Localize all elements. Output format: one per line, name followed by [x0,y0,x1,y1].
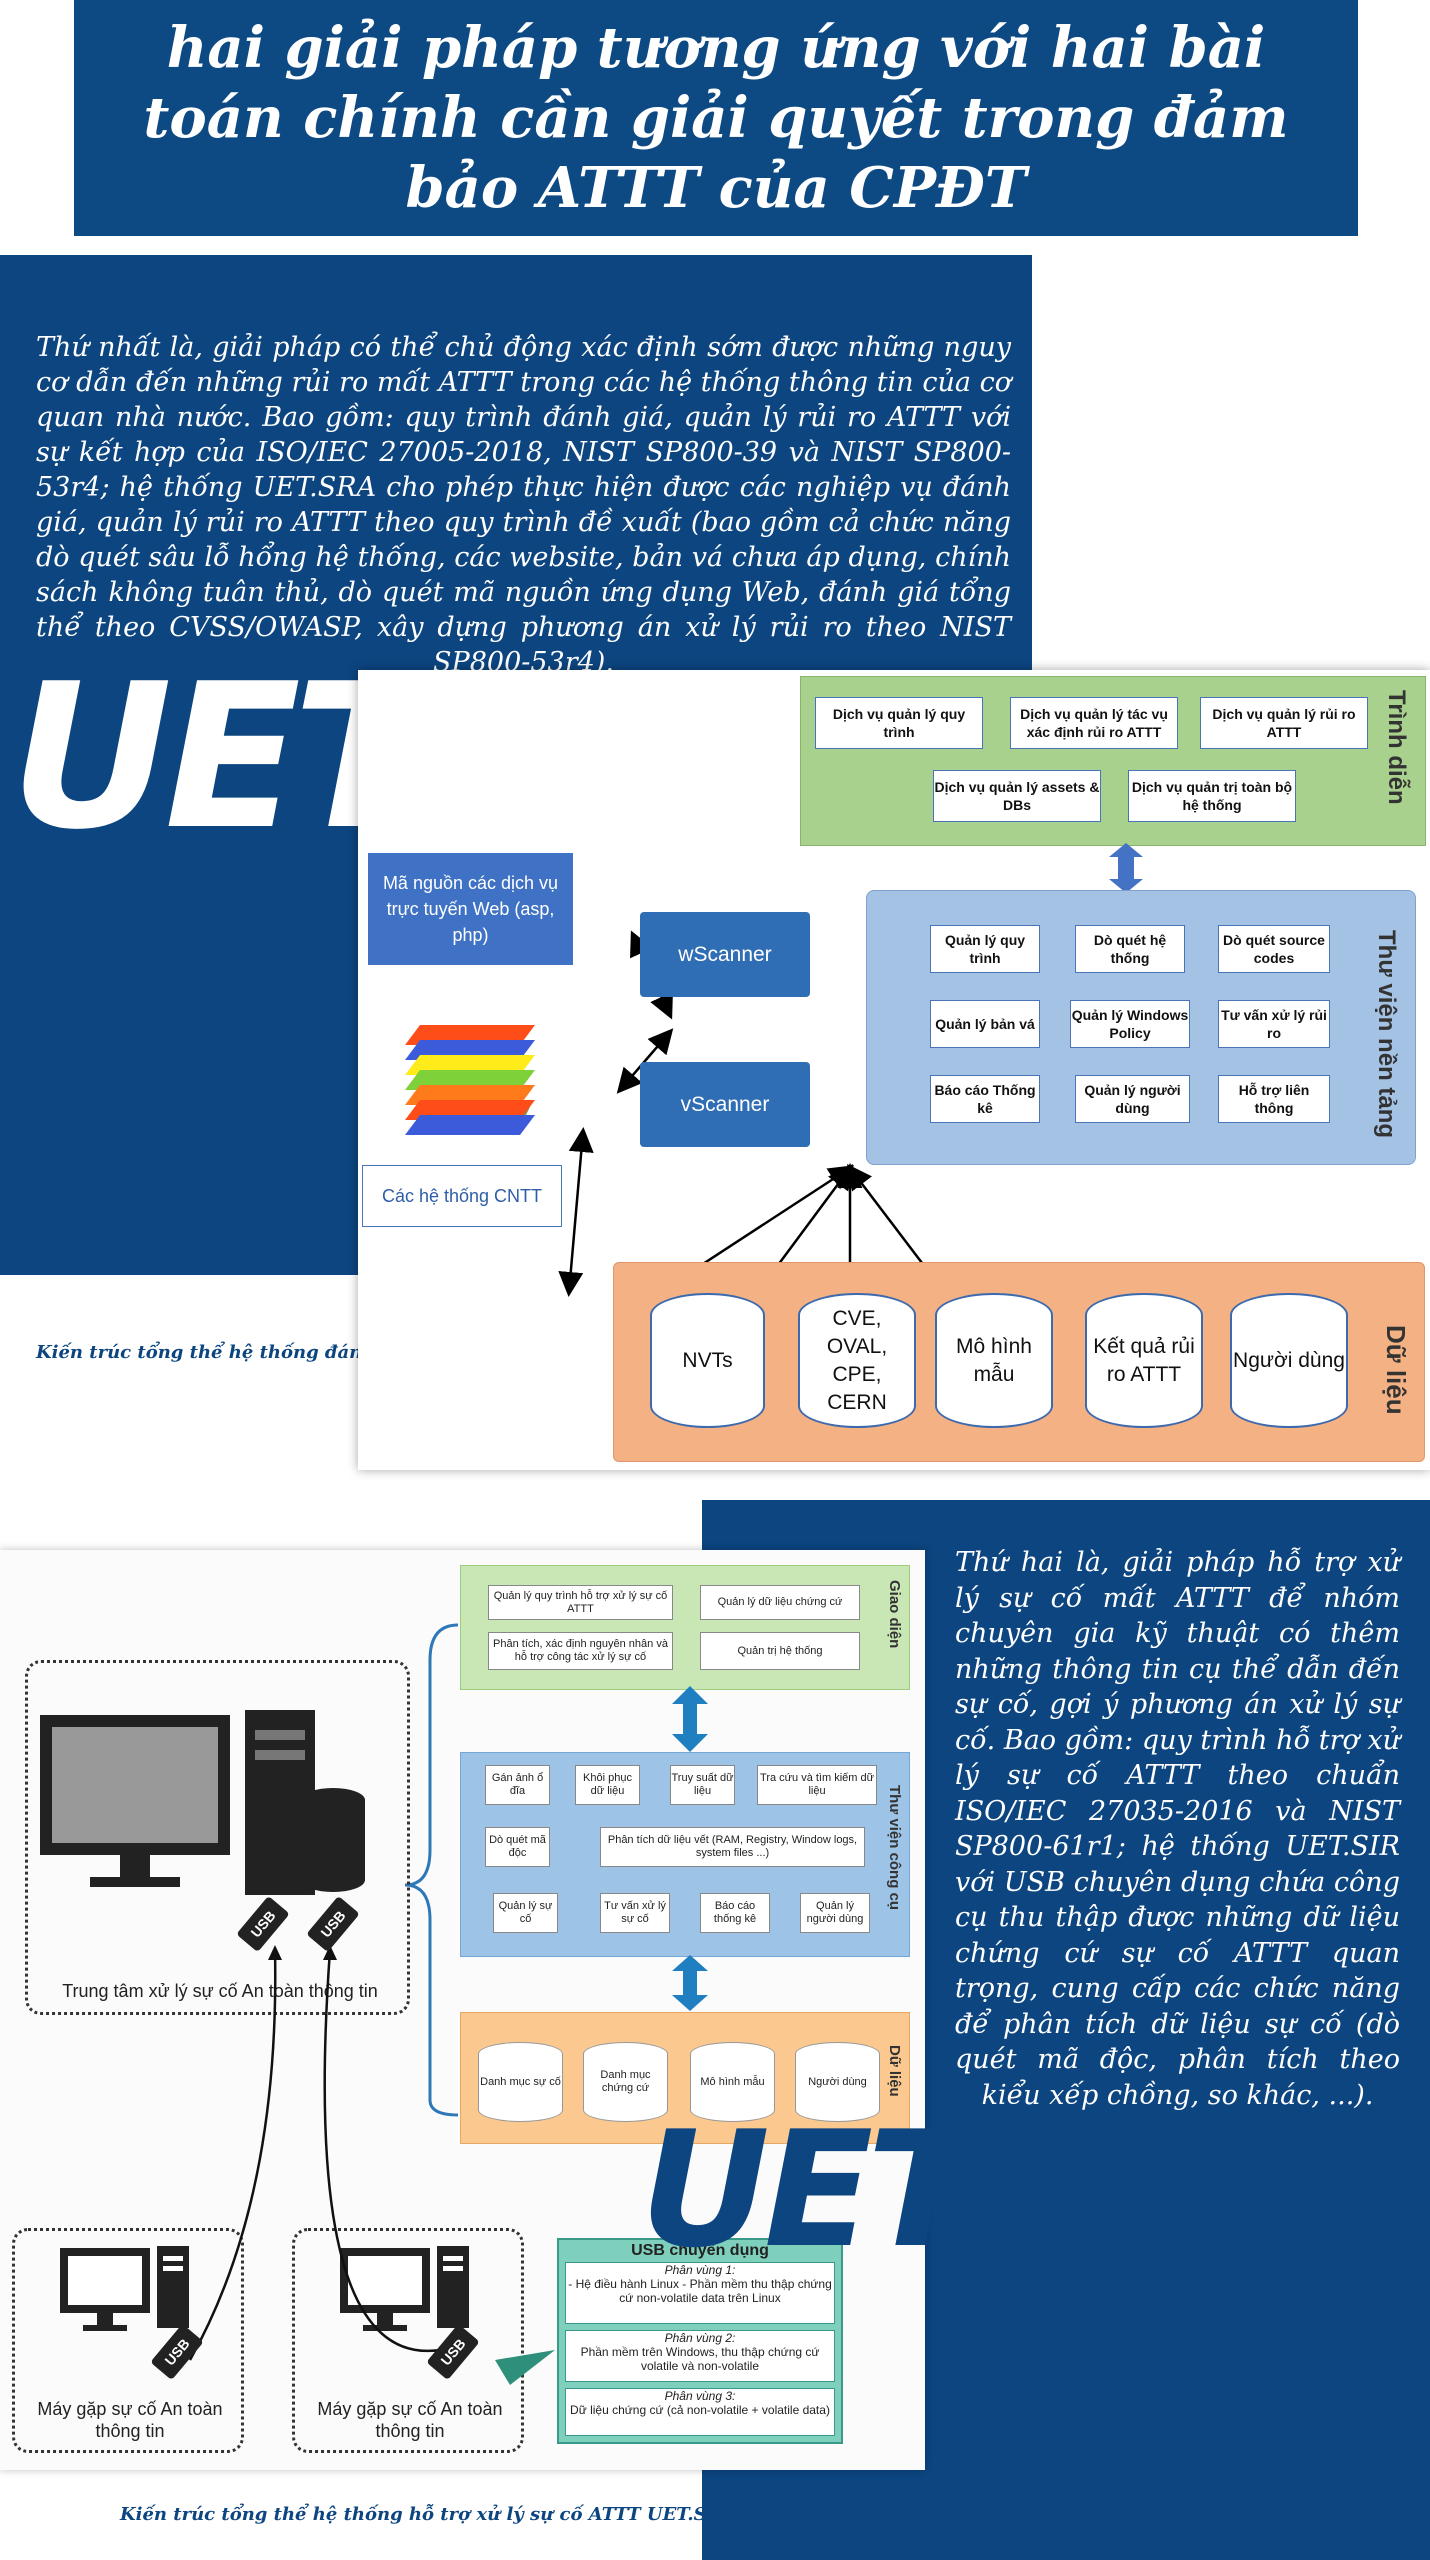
sra-layer-label-platform: Thư viện nền tảng [1373,930,1400,1139]
sir-tool-box: Dò quét mã độc [485,1827,550,1867]
sra-platform-box: Hỗ trợ liên thông [1218,1075,1330,1123]
sra-layer-label-data: Dữ liệu [1381,1325,1411,1415]
sra-data-users: Người dùng [1230,1293,1348,1428]
sra-present-box: Dịch vụ quản lý assets & DBs [933,770,1101,822]
sra-platform-box: Quản lý Windows Policy [1070,1000,1190,1048]
usb-partition-1: Phân vùng 1: - Hệ điều hành Linux - Phần… [565,2262,835,2324]
sir-usb-links [188,1945,555,2385]
sir-machine-label: Máy gặp sự cố An toàn thông tin [317,2399,503,2441]
usb-partition-3: Phân vùng 3: Dữ liệu chứng cứ (cả non-vo… [565,2388,835,2436]
sra-layer-label-present: Trình diễn [1383,690,1410,805]
intro-paragraph-1: Thứ nhất là, giải pháp có thể chủ động x… [36,332,1011,678]
sir-layer-label-ui: Giao diện [886,1580,903,1649]
sra-systems-box: Các hệ thống CNTT [362,1165,562,1227]
sir-layer-label-tools: Thư viện công cụ [886,1785,903,1911]
sra-present-box: Dịch vụ quản trị toàn bộ hệ thống [1128,770,1296,822]
usb-p2-title: Phân vùng 2: [664,2331,736,2345]
usb-p1-title: Phân vùng 1: [664,2263,736,2277]
intro-paragraph-2: Thứ hai là, giải pháp hỗ trợ xử lý sự cố… [955,1547,1400,2111]
sir-data-db: Người dùng [795,2042,880,2122]
sir-ui-box: Quản lý dữ liệu chứng cứ [700,1585,860,1620]
sir-arrow-icon [672,1955,708,2011]
computer-icon [60,2246,189,2331]
sra-data-risk: Kết quả rủi ro ATTT [1085,1293,1203,1428]
sir-tool-box: Khôi phục dữ liệu [575,1765,640,1805]
sra-data-cve: CVE, OVAL, CPE, CERN [798,1293,916,1428]
sir-tool-box: Tư vấn xử lý sự cố [600,1893,670,1933]
sir-tool-box: Gán ảnh ổ đĩa [485,1765,550,1805]
sir-center-frame [25,1660,410,2015]
computer-server-icon [40,1710,365,1895]
sir-data-db: Danh mục chứng cứ [583,2042,668,2122]
sra-platform-box: Quản lý người dùng [1075,1075,1190,1123]
sra-platform-box: Tư vấn xử lý rủi ro [1218,1000,1330,1048]
sir-machine-frame [292,2228,524,2453]
sra-wscanner: wScanner [640,912,810,997]
sir-machine-label: Máy gặp sự cố An toàn thông tin [37,2399,223,2441]
sir-center-label: Trung tâm xử lý sự cố An toàn thông tin [62,1981,378,2001]
sir-layer-label-data: Dữ liệu [886,2045,903,2097]
usb-title: USB chuyên dụng [631,2242,769,2259]
sra-present-box: Dịch vụ quản lý rủi ro ATTT [1200,697,1368,749]
sir-tool-box: Phân tích dữ liệu vết (RAM, Registry, Wi… [600,1827,865,1867]
sra-double-arrow-icon [1109,843,1143,893]
brand-uet-sir: UET.SIR [640,2096,1284,2283]
sra-data-model: Mô hình mẫu [935,1293,1053,1428]
sra-platform-box: Quản lý quy trình [930,925,1040,973]
usb-p3-text: Dữ liệu chứng cứ (cả non-volatile + vola… [570,2403,830,2417]
stack-layers-icon [405,1025,535,1135]
caption-sir: Kiến trúc tổng thể hệ thống hỗ trợ xử lý… [120,2504,731,2525]
sir-data-db: Mô hình mẫu [690,2042,775,2122]
sir-ui-box: Phân tích, xác định nguyên nhân và hỗ tr… [488,1632,673,1670]
sra-vscanner: vScanner [640,1062,810,1147]
sir-tool-box: Báo cáo thống kê [700,1893,770,1933]
sra-platform-box: Dò quét source codes [1218,925,1330,973]
sra-platform-box: Quản lý bản vá [930,1000,1040,1048]
sir-ui-box: Quản lý quy trình hỗ trợ xử lý sự cố ATT… [488,1585,673,1620]
sir-bracket [404,1623,459,2117]
sra-present-box: Dịch vụ quản lý quy trình [815,697,983,749]
usb-p1-text: - Hệ điều hành Linux - Phần mềm thu thập… [568,2277,832,2305]
sir-data-db: Danh mục sự cố [478,2042,563,2122]
sra-source-box: Mã nguồn các dịch vụ trực tuyến Web (asp… [368,853,573,965]
sir-machine-frame [12,2228,244,2453]
sra-platform-box: Báo cáo Thống kê [930,1075,1040,1123]
sra-data-nvts: NVTs [650,1293,765,1428]
sir-tool-box: Quản lý sự cố [493,1893,558,1933]
sir-tool-box: Tra cứu và tìm kiếm dữ liệu [757,1765,877,1805]
sir-tool-box: Quản lý người dùng [800,1893,870,1933]
usb-p2-text: Phần mềm trên Windows, thu thập chứng cứ… [580,2345,820,2373]
sir-ui-box: Quản trị hệ thống [700,1632,860,1670]
sra-platform-box: Dò quét hệ thống [1075,925,1185,973]
sir-arrow-icon [672,1686,708,1752]
usb-p3-title: Phân vùng 3: [664,2389,736,2403]
page-title: hai giải pháp tương ứng với hai bài toán… [143,15,1289,221]
computer-icon [340,2246,469,2331]
sra-present-box: Dịch vụ quản lý tác vụ xác định rủi ro A… [1010,697,1178,749]
sir-tool-box: Truy suất dữ liệu [670,1765,735,1805]
usb-partition-2: Phân vùng 2: Phần mềm trên Windows, thu … [565,2330,835,2382]
title-banner: hai giải pháp tương ứng với hai bài toán… [74,0,1358,236]
